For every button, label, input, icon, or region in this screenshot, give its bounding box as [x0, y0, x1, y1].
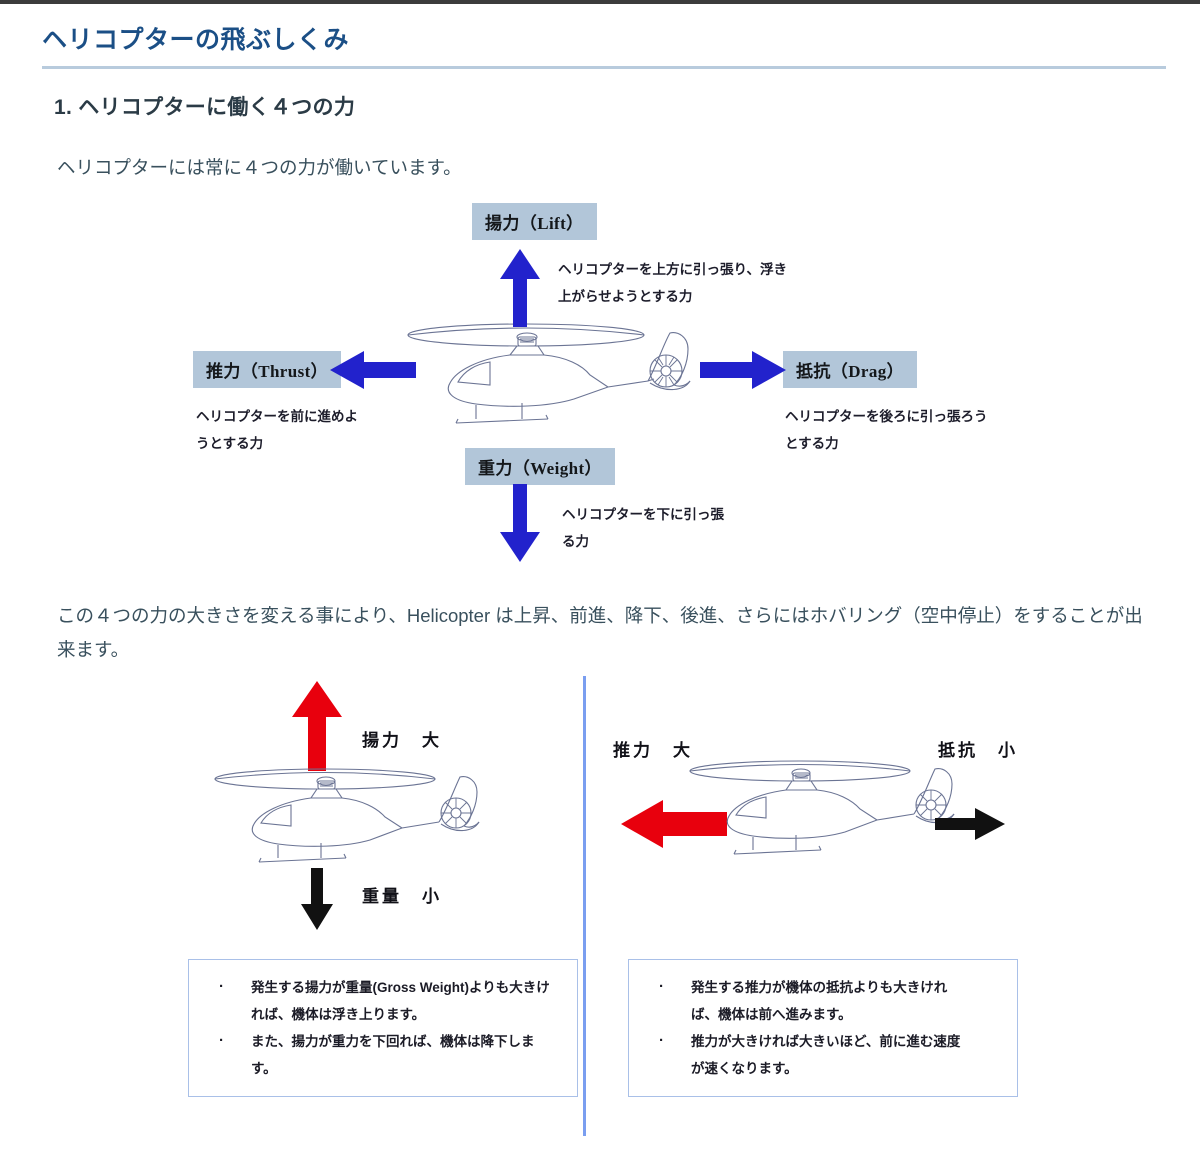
label-thrust-large: 推力 大	[613, 740, 693, 760]
arrow-left-large-red-icon	[621, 799, 727, 848]
label-weight-small: 重量 小	[362, 886, 442, 906]
window-top-bar	[0, 0, 1200, 4]
document-page: ヘリコプターの飛ぶしくみ 1. ヘリコプターに働く４つの力 ヘリコプターには常に…	[0, 4, 1200, 1136]
note-weight: ヘリコプターを下に引っ張 る力	[562, 507, 724, 549]
list-item: 発生する揚力が重量(Gross Weight)よりも大きけ れば、機体は浮き上り…	[203, 972, 561, 1028]
comparison-panels: 揚力 大	[0, 675, 1200, 1136]
badge-lift: 揚力（Lift）	[472, 203, 597, 241]
arrow-left-thrust-icon	[330, 351, 416, 390]
arrow-up-large-red-icon	[292, 680, 342, 771]
forward-flight-panel: 推力 大 抵抗 小	[586, 676, 1200, 1136]
arrow-down-small-black-icon	[301, 867, 333, 930]
arrow-right-small-black-icon	[935, 807, 1005, 840]
note-lift: ヘリコプターを上方に引っ張り、浮き 上がらせようとする力	[558, 262, 787, 304]
arrow-down-weight-icon	[500, 484, 540, 563]
list-item: 発生する推力が機体の抵抗よりも大きけれ ば、機体は前へ進みます。	[643, 972, 1001, 1028]
summary-paragraph: この４つの力の大きさを変える事により、Helicopter は上昇、前進、降下、…	[57, 605, 1143, 661]
helicopter-illustration-forward	[689, 760, 955, 855]
label-drag-small: 抵抗 小	[938, 740, 1018, 760]
title-divider	[42, 66, 1166, 69]
intro-paragraph: ヘリコプターには常に４つの力が働いています。	[57, 157, 462, 178]
four-forces-figure: 揚力（Lift） ヘリコプターを上方に引っ張り、浮き 上がらせようとする力 推力…	[0, 199, 1200, 599]
forward-explanation-box: 発生する推力が機体の抵抗よりも大きけれ ば、機体は前へ進みます。 推力が大きけれ…	[628, 958, 1018, 1097]
climb-panel: 揚力 大	[0, 676, 583, 1136]
badge-drag: 抵抗（Drag）	[783, 351, 918, 389]
page-title: ヘリコプターの飛ぶしくみ	[42, 26, 350, 54]
section-heading: 1. ヘリコプターに働く４つの力	[54, 96, 356, 119]
climb-explanation-box: 発生する揚力が重量(Gross Weight)よりも大きけ れば、機体は浮き上り…	[188, 958, 578, 1097]
label-lift-large: 揚力 大	[362, 730, 442, 750]
arrow-up-lift-icon	[500, 249, 540, 328]
badge-thrust: 推力（Thrust）	[193, 351, 342, 389]
helicopter-illustration	[407, 323, 691, 424]
badge-weight: 重力（Weight）	[465, 448, 615, 486]
note-thrust: ヘリコプターを前に進めよ うとする力	[196, 409, 358, 451]
forward-bullet-list: 発生する推力が機体の抵抗よりも大きけれ ば、機体は前へ進みます。 推力が大きけれ…	[643, 972, 1001, 1082]
panel-divider	[583, 675, 586, 1136]
arrow-right-drag-icon	[700, 351, 786, 390]
note-drag: ヘリコプターを後ろに引っ張ろう とする力	[785, 409, 988, 451]
list-item: また、揚力が重力を下回れば、機体は降下しま す。	[203, 1026, 561, 1082]
climb-bullet-list: 発生する揚力が重量(Gross Weight)よりも大きけ れば、機体は浮き上り…	[203, 972, 561, 1082]
helicopter-illustration-climb	[214, 768, 480, 863]
list-item: 推力が大きければ大きいほど、前に進む速度 が速くなります。	[643, 1026, 1001, 1082]
